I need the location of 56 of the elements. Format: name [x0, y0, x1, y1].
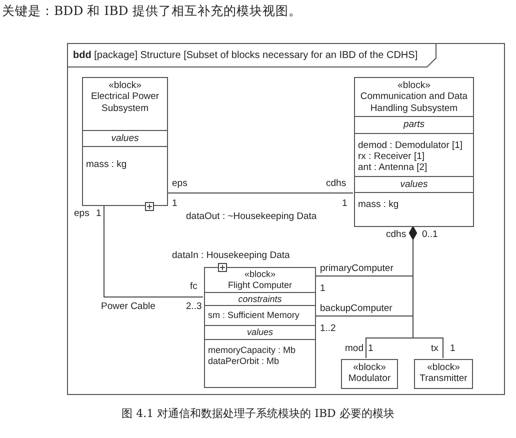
block-box	[354, 77, 474, 227]
compartment-heading: values	[110, 133, 140, 144]
role-label: 1..2	[320, 324, 336, 334]
role-label: 1	[450, 344, 456, 354]
stereotype-label: «block»	[352, 362, 387, 374]
association-line	[409, 226, 444, 358]
role-label: 0..1	[422, 230, 438, 240]
role-label: 1	[172, 199, 178, 210]
property-text: mass : kg	[358, 199, 400, 211]
block-box	[204, 267, 316, 388]
frame-title: bdd [package] Structure [Subset of blocks necessary for an IBD of the CDHS]	[73, 50, 418, 61]
port-label: dataOut : ~Housekeeping Data	[186, 212, 317, 222]
association-line	[104, 204, 204, 298]
property-text: ant : Antenna [2]	[358, 162, 428, 174]
block-name: Flight Computer	[226, 280, 294, 291]
block-name: Modulator	[347, 373, 392, 385]
role-label: 2..3	[186, 302, 202, 312]
role-label: eps	[74, 209, 90, 220]
port-label: dataIn : Housekeeping Data	[172, 251, 290, 262]
block-box	[82, 77, 168, 206]
heading-text: 关键是：BDD 和 IBD 提供了相互补充的模块视图。	[2, 3, 302, 20]
stereotype-label: «block»	[243, 269, 277, 280]
role-label: cdhs	[326, 179, 346, 190]
role-label: cdhs	[386, 230, 406, 240]
role-label: backupComputer	[320, 304, 392, 314]
role-label: tx	[431, 344, 438, 354]
compartment-heading: values	[399, 178, 429, 190]
role-label: eps	[172, 179, 188, 190]
block-box	[341, 359, 398, 389]
stereotype-label: «block»	[426, 362, 461, 374]
property-text: dataPerOrbit : Mb	[208, 356, 280, 367]
block-name: Communication and Data Handling Subsystem	[359, 91, 469, 114]
association-line	[166, 192, 354, 194]
property-text: demod : Demodulator [1]	[358, 140, 464, 151]
block-name: Electrical Power Subsystem	[90, 91, 160, 114]
block-name: Transmitter	[418, 373, 468, 385]
role-label: primaryComputer	[320, 264, 394, 274]
role-label: 1	[96, 209, 102, 220]
stereotype-label: «block»	[396, 80, 432, 92]
property-text: memoryCapacity : Mb	[208, 344, 297, 356]
property-text: mass : kg	[86, 159, 128, 171]
role-label: 1	[368, 344, 374, 354]
edge-label: Power Cable	[101, 302, 156, 312]
role-label: fc	[190, 282, 198, 292]
diagram-frame	[67, 43, 505, 395]
compartment-heading: constraints	[237, 294, 283, 304]
stereotype-label: «block»	[108, 80, 142, 92]
block-box	[414, 359, 473, 389]
figure-caption: 图 4.1 对通信和数据处理子系统模块的 IBD 必要的模块	[120, 406, 396, 421]
property-text: sm : Sufficient Memory	[208, 310, 300, 322]
compartment-heading: parts	[402, 119, 426, 131]
compartment-heading: values	[246, 327, 274, 338]
role-label: 1	[320, 284, 326, 294]
role-label: mod	[345, 344, 364, 354]
property-text: rx : Receiver [1]	[358, 150, 426, 162]
role-label: 1	[342, 199, 348, 210]
